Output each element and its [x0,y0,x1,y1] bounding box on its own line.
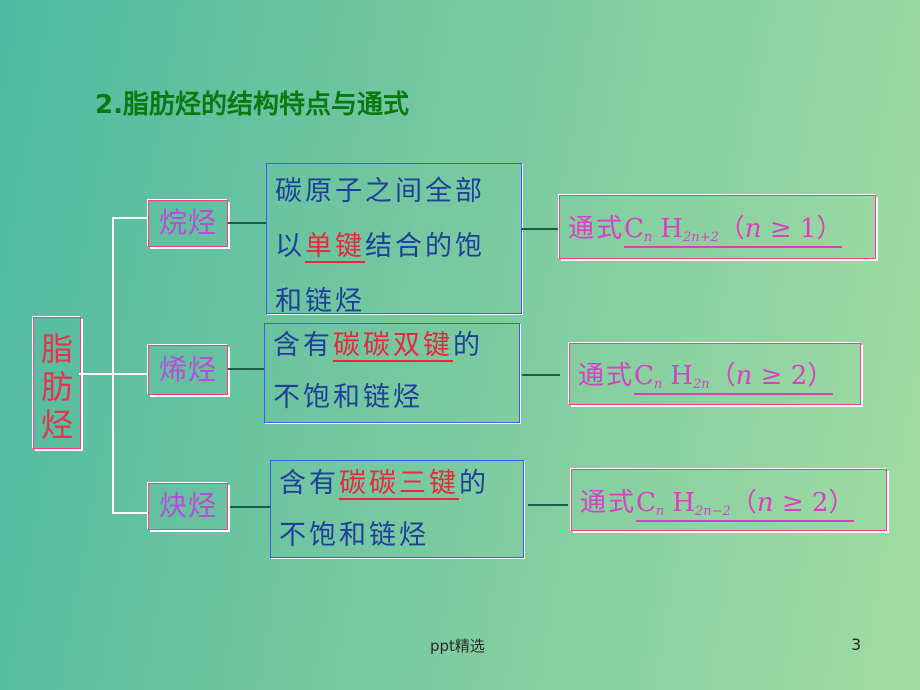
highlight-term: 碳碳三键 [339,468,459,499]
connector-2a [228,368,264,370]
connector-1b [521,228,559,230]
highlight-term: 单键 [305,231,365,262]
connector-1a [228,222,266,224]
root-box: 脂 肪 烃 [33,317,81,449]
description-box-alkane: 碳原子之间全部 以单键结合的饱 和链烃 [266,163,522,317]
category-box-alkane: 烷烃 [148,200,228,247]
category-box-alkene: 烯烃 [148,345,228,395]
description-line: 不饱和链烃 [279,520,429,551]
page-number: 3 [851,635,862,654]
connector-3b [528,504,568,506]
description-line: 和链烃 [275,286,365,317]
tree-trunk [112,217,114,513]
footer-text: ppt精选 [430,637,485,655]
category-label-alkyne: 炔烃 [158,489,217,522]
root-connector [79,373,113,375]
description-line: 碳原子之间全部 [275,176,485,207]
branch-2 [112,373,148,375]
description-line: 不饱和链烃 [273,382,423,413]
description-alkane: 碳原子之间全部 以单键结合的饱 和链烃 [267,164,485,329]
description-alkene: 含有碳碳双键的 不饱和链烃 [265,320,483,424]
description-line: 含有碳碳双键的 [273,330,483,361]
root-char-3: 烃 [40,406,73,444]
slide-heading: 2.脂肪烃的结构特点与通式 [95,90,409,120]
category-label-alkane: 烷烃 [158,206,217,239]
connector-3a [230,506,270,508]
root-char-2: 肪 [40,368,73,406]
description-alkyne: 含有碳碳三键的 不饱和链烃 [271,458,489,562]
category-box-alkyne: 炔烃 [148,483,228,530]
root-char-1: 脂 [40,330,73,368]
branch-1 [112,217,148,219]
branch-3 [112,512,148,514]
highlight-term: 碳碳双键 [333,330,453,361]
category-label-alkene: 烯烃 [158,353,217,386]
description-line: 含有碳碳三键的 [279,468,489,499]
description-line: 以单键结合的饱 [275,231,485,262]
description-box-alkyne: 含有碳碳三键的 不饱和链烃 [270,460,524,558]
connector-2b [522,374,560,376]
description-box-alkene: 含有碳碳双键的 不饱和链烃 [264,323,520,423]
